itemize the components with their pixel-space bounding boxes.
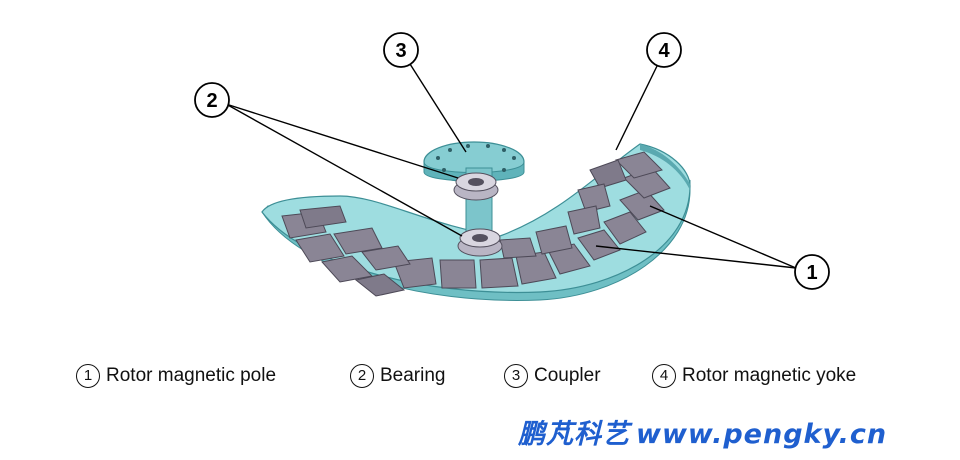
legend-marker: 4 (652, 364, 676, 388)
magnetic-pole (615, 151, 663, 179)
legend-label: Rotor magnetic pole (106, 365, 277, 386)
legend-item-coupler: 3 Coupler (504, 364, 601, 388)
magnetic-pole (333, 227, 383, 255)
rotor-diagram: 1 2 3 4 (194, 32, 830, 301)
legend-label: Coupler (534, 365, 601, 386)
magnetic-pole (393, 257, 437, 289)
watermark-url: www.pengky.cn (636, 419, 888, 450)
magnetic-pole (577, 183, 611, 213)
magnetic-pole (479, 257, 519, 289)
magnetic-pole (499, 237, 537, 259)
magnetic-pole (354, 273, 406, 297)
callout-4: 4 (646, 32, 682, 68)
callout-2: 2 (194, 82, 230, 118)
magnetic-pole (577, 229, 621, 261)
legend-label: Rotor magnetic yoke (682, 365, 857, 386)
magnetic-pole (299, 205, 347, 229)
magnetic-pole (361, 245, 411, 271)
legend: 1 Rotor magnetic pole 2 Bearing 3 Couple… (76, 364, 936, 394)
rotor-poles (281, 151, 671, 297)
legend-item-rotor-magnetic-pole: 1 Rotor magnetic pole (76, 364, 276, 388)
legend-marker: 2 (350, 364, 374, 388)
legend-marker: 3 (504, 364, 528, 388)
svg-text:3: 3 (395, 40, 406, 62)
magnetic-pole (603, 211, 647, 245)
flange-bolt-holes (436, 144, 516, 172)
callout-1: 1 (794, 254, 830, 290)
magnetic-pole (295, 233, 345, 263)
leader-lines (225, 63, 797, 269)
coupler-assembly (423, 141, 525, 257)
svg-text:4: 4 (658, 40, 670, 62)
magnetic-pole (321, 255, 374, 283)
legend-marker: 1 (76, 364, 100, 388)
magnetic-pole (567, 205, 601, 235)
magnetic-pole (589, 159, 627, 189)
magnetic-pole (535, 225, 573, 255)
svg-text:2: 2 (206, 90, 217, 112)
legend-item-rotor-magnetic-yoke: 4 Rotor magnetic yoke (652, 364, 856, 388)
legend-label: Bearing (380, 365, 446, 386)
svg-text:1: 1 (806, 262, 817, 284)
magnetic-pole (439, 259, 477, 289)
legend-item-bearing: 2 Bearing (350, 364, 446, 388)
callout-3: 3 (383, 32, 419, 68)
magnetic-pole (619, 189, 665, 221)
watermark-brand: 鹏芃科艺 (518, 419, 630, 450)
